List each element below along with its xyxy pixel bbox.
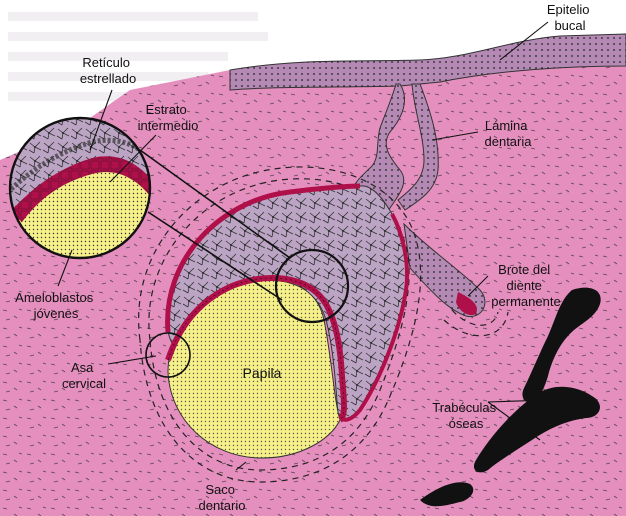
label-lamina-dentaria: Lámina dentaria [485, 118, 533, 149]
label-reticulo-estrellado: Retículo estrellado [80, 55, 136, 86]
label-papila: Papila [243, 365, 282, 381]
label-saco-dentario: Saco dentario [199, 482, 246, 513]
label-estrato-intermedio: Estrato intermedio [138, 102, 199, 133]
